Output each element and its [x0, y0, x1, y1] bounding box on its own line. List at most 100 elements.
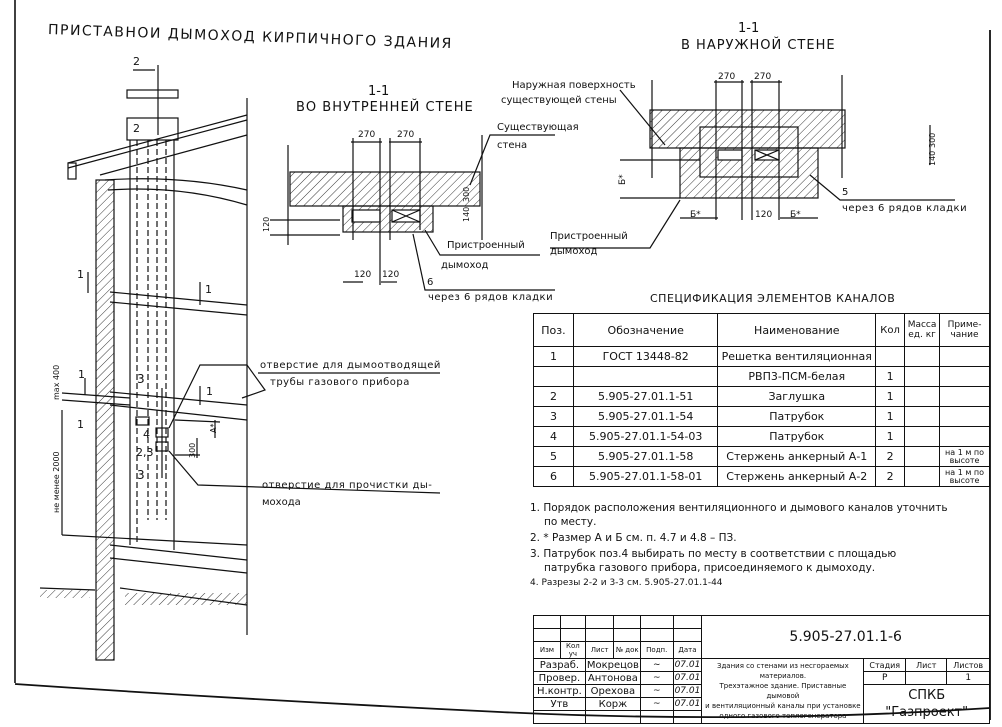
- signer-role: Н.контр.: [533, 684, 586, 698]
- doc-code: 5.905-27.01.1-6: [701, 615, 990, 659]
- stage-label: Стадия: [863, 658, 907, 672]
- callout-cleanout-2: мохода: [262, 497, 301, 508]
- signature: ~: [639, 658, 674, 672]
- spec-cell-code: 5.905-27.01.1-58: [572, 446, 719, 467]
- spec-cell-mass: [904, 446, 941, 467]
- section-inner-title: ВО ВНУТРЕННЕЙ СТЕНЕ: [296, 100, 474, 115]
- spec-cell-qty: [875, 346, 906, 367]
- section-mark-3b: 3: [137, 468, 145, 482]
- col-ndok: № док: [613, 641, 641, 659]
- description-line: материалов.: [759, 672, 807, 680]
- spec-cell-pos: 6: [533, 466, 574, 487]
- spec-cell-code: ГОСТ 13448-82: [572, 346, 719, 367]
- spec-cell-qty: 2: [875, 446, 906, 467]
- section-outer-wall: [550, 75, 955, 249]
- dim-140-outer: 140: [928, 150, 937, 166]
- spec-cell-mass: [904, 366, 941, 387]
- dim-120-a: 120: [354, 270, 372, 280]
- col-data: Дата: [672, 641, 703, 659]
- spec-cell-note: [939, 386, 990, 407]
- spec-cell-name: Стержень анкерный А-2: [717, 466, 877, 487]
- spec-cell-code: 5.905-27.01.1-51: [572, 386, 719, 407]
- note-3-cont: патрубка газового прибора, присоединяемо…: [544, 562, 876, 574]
- dim-270-b: 270: [397, 130, 415, 140]
- spec-cell-mass: [904, 426, 941, 447]
- note-2: 2. * Размер А и Б см. п. 4.7 и 4.8 – ПЗ.: [530, 532, 737, 544]
- dim-b3: Б*: [618, 174, 628, 185]
- section-mark-1c: 1: [78, 368, 85, 381]
- note-3: 3. Патрубок поз.4 выбирать по месту в со…: [530, 548, 897, 560]
- callout-flue-hole-1: отверстие для дымоотводящей: [260, 360, 441, 371]
- section-inner-number: 1-1: [368, 84, 390, 99]
- dim-120-outer: 120: [755, 210, 773, 220]
- note-4: 4. Разрезы 2-2 и 3-3 см. 5.905-27.01.1-4…: [530, 578, 723, 588]
- signer-date: 07.01: [672, 697, 703, 711]
- spec-cell-name: Патрубок: [717, 426, 877, 447]
- signature: ~: [639, 697, 674, 711]
- pos-6-note: через 6 рядов кладки: [428, 292, 554, 303]
- spec-cell-qty: 1: [875, 366, 906, 387]
- sheets-value: 1: [946, 671, 990, 685]
- building-elevation: [39, 65, 441, 661]
- dim-270-b-outer: 270: [754, 72, 772, 82]
- spec-cell-code: 5.905-27.01.1-54: [572, 406, 719, 427]
- org-name-2: "Газпроект": [885, 705, 969, 720]
- spec-cell-qty: 2: [875, 466, 906, 487]
- dim-270-a: 270: [358, 130, 376, 140]
- dim-min-2000: не менее 2000: [52, 451, 61, 513]
- dim-300: 300: [462, 186, 471, 202]
- label-existing-wall-2: стена: [497, 140, 528, 151]
- section-inner-wall: [270, 134, 555, 291]
- title-block: 5.905-27.01.1-6 Изм Кол уч Лист № док По…: [533, 615, 990, 724]
- label-outer-surface-1: Наружная поверхность: [512, 80, 636, 91]
- organization: СПКБ "Газпроект": [863, 684, 990, 724]
- spec-cell-pos: 3: [533, 406, 574, 427]
- spec-cell-code: 5.905-27.01.1-54-03: [572, 426, 719, 447]
- spec-cell-mass: [904, 466, 941, 487]
- spec-cell-note: [939, 366, 990, 387]
- spec-cell-code: [572, 366, 719, 387]
- dim-120-c: 120: [262, 216, 271, 232]
- sheet-label: Лист: [905, 658, 948, 672]
- spec-table: Поз. Обозначение Наименование Кол Масса …: [533, 313, 990, 487]
- pos-mark-2-3: 2,3: [136, 446, 154, 459]
- col-list: Лист: [584, 641, 615, 659]
- note-1: 1. Порядок расположения вентиляционного …: [530, 502, 948, 514]
- spec-cell-note: на 1 м по высоте: [939, 446, 990, 467]
- header-name: Наименование: [717, 313, 877, 347]
- label-existing-wall-1: Существующая: [497, 122, 579, 133]
- label-attached-chimney-1: Пристроенный: [447, 240, 525, 251]
- spec-cell-mass: [904, 346, 941, 367]
- section-mark-3a: 3: [137, 372, 145, 386]
- section-mark-1b: 1: [205, 283, 212, 296]
- dim-300: 300: [188, 442, 197, 458]
- spec-cell-note: [939, 406, 990, 427]
- signature: ~: [639, 684, 674, 698]
- header-pos: Поз.: [533, 313, 574, 347]
- col-podp: Подп.: [639, 641, 674, 659]
- spec-cell-qty: 1: [875, 386, 906, 407]
- description-line: Трехэтажное здание. Приставные дымовой: [719, 682, 847, 700]
- header-code: Обозначение: [572, 313, 719, 347]
- org-name-1: СПКБ: [908, 688, 946, 703]
- pos-6: 6: [427, 277, 434, 288]
- spec-cell-mass: [904, 406, 941, 427]
- header-mass: Масса ед. кг: [904, 313, 941, 347]
- dim-270-a-outer: 270: [718, 72, 736, 82]
- description-line: одного газового теплогенератора: [719, 712, 847, 720]
- spec-cell-name: РВП3-ПСМ-белая: [717, 366, 877, 387]
- spec-cell-name: Стержень анкерный А-1: [717, 446, 877, 467]
- spec-cell-note: [939, 346, 990, 367]
- signer-name: Мокрецов: [584, 658, 641, 672]
- label-outer-chimney-2: дымоход: [550, 246, 598, 257]
- signer-date: 07.01: [672, 658, 703, 672]
- dim-300-outer: 300: [928, 132, 937, 148]
- sheets-label: Листов: [946, 658, 990, 672]
- pos-5: 5: [842, 187, 849, 198]
- dim-a: А*: [209, 423, 218, 433]
- spec-cell-pos: [533, 366, 574, 387]
